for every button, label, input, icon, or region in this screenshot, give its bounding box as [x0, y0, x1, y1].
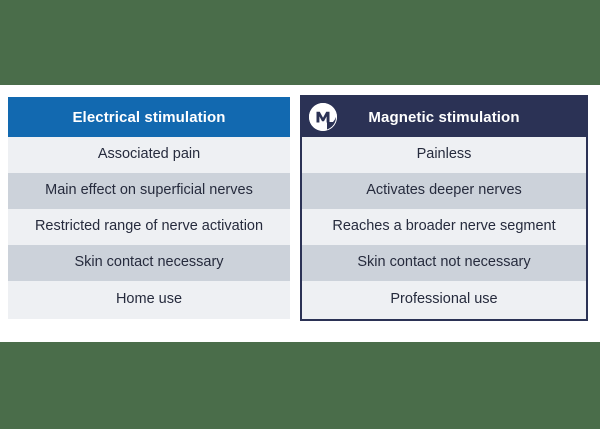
- comparison-tables: Electrical stimulation Associated pain M…: [0, 85, 600, 342]
- table-row: Skin contact necessary: [8, 245, 290, 281]
- magnetic-row-label-3: Skin contact not necessary: [357, 254, 531, 271]
- magnetic-row-label-4: Professional use: [390, 291, 498, 308]
- table-row: Activates deeper nerves: [302, 173, 586, 209]
- magnetic-row-label-0: Painless: [416, 146, 472, 163]
- table-row: Main effect on superficial nerves: [8, 173, 290, 209]
- electrical-row-label-2: Restricted range of nerve activation: [34, 218, 264, 235]
- table-row: Restricted range of nerve activation: [8, 209, 290, 245]
- brand-m-logo-icon: [308, 103, 337, 131]
- electrical-row-label-1: Main effect on superficial nerves: [45, 182, 253, 199]
- electrical-row-label-0: Associated pain: [97, 146, 201, 163]
- magnetic-header-label: Magnetic stimulation: [368, 108, 520, 126]
- electrical-header-label: Electrical stimulation: [72, 108, 226, 126]
- electrical-row-label-3: Skin contact necessary: [74, 254, 224, 271]
- electrical-table-header: Electrical stimulation: [8, 97, 290, 137]
- electrical-stimulation-table: Electrical stimulation Associated pain M…: [8, 97, 290, 319]
- electrical-row-label-4: Home use: [115, 291, 183, 308]
- magnetic-table-header: Magnetic stimulation: [302, 97, 586, 137]
- table-row: Painless: [302, 137, 586, 173]
- table-row: Skin contact not necessary: [302, 245, 586, 281]
- table-row: Reaches a broader nerve segment: [302, 209, 586, 245]
- magnetic-row-label-2: Reaches a broader nerve segment: [332, 218, 556, 235]
- magnetic-stimulation-table: Magnetic stimulation Painless Activates …: [300, 95, 588, 321]
- table-row: Associated pain: [8, 137, 290, 173]
- magnetic-row-label-1: Activates deeper nerves: [366, 182, 522, 199]
- table-row: Home use: [8, 281, 290, 319]
- table-row: Professional use: [302, 281, 586, 319]
